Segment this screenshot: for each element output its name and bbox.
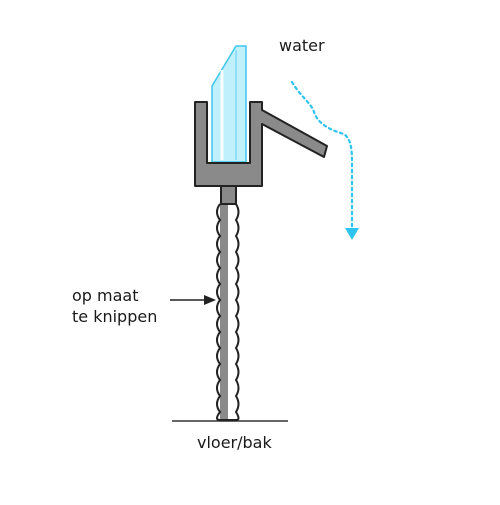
cut-strip — [216, 202, 240, 421]
glass-panel — [211, 45, 247, 163]
profile-stem — [220, 185, 237, 205]
cut-pointer-arrow — [170, 295, 216, 305]
u-profile — [194, 101, 328, 187]
cut-label-line1: op maat — [72, 286, 139, 305]
cut-to-size-label: op maat te knippen — [72, 285, 157, 327]
cut-label-line2: te knippen — [72, 307, 158, 326]
water-arrowhead — [345, 228, 359, 240]
water-label: water — [279, 36, 325, 55]
floor-label: vloer/bak — [197, 433, 272, 452]
